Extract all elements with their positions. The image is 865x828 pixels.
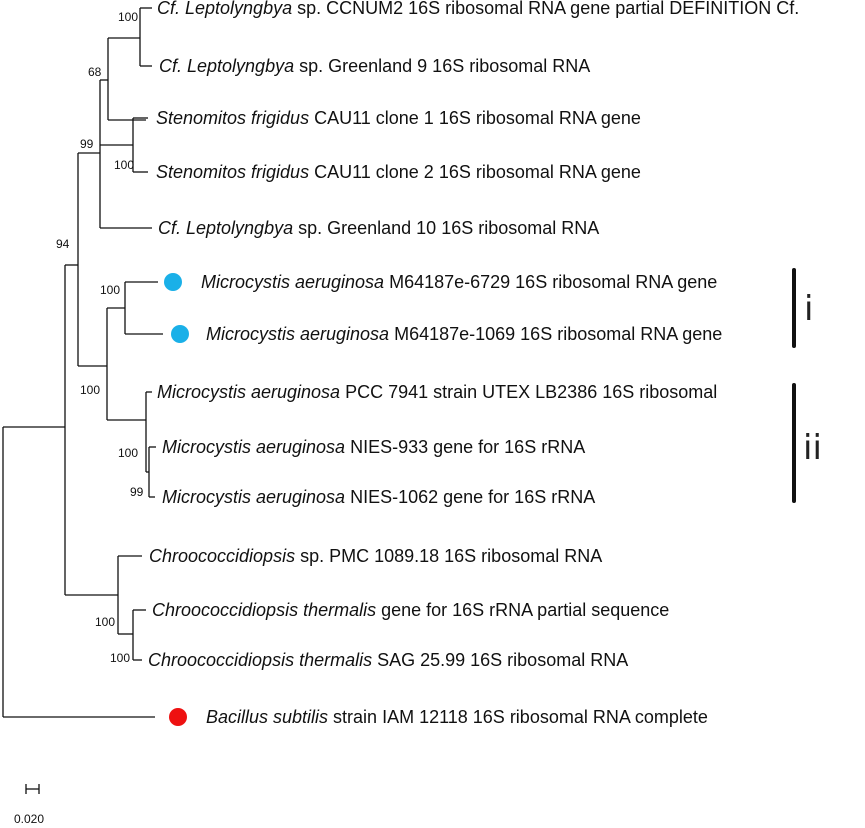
blue-circle-marker bbox=[164, 273, 182, 291]
tree-branches bbox=[2, 7, 163, 718]
bootstrap-label: 100 bbox=[80, 383, 100, 397]
bootstrap-label: 68 bbox=[88, 65, 102, 79]
bootstrap-label: 94 bbox=[56, 237, 70, 251]
taxon-label: Microcystis aeruginosa NIES-1062 gene fo… bbox=[162, 487, 595, 507]
taxon-label: Microcystis aeruginosa M64187e-6729 16S … bbox=[201, 272, 717, 292]
bootstrap-label: 100 bbox=[118, 446, 138, 460]
taxon-label: Chroococcidiopsis sp. PMC 1089.18 16S ri… bbox=[149, 546, 602, 566]
scale-bar-label: 0.020 bbox=[14, 812, 44, 826]
taxon-label: Microcystis aeruginosa NIES-933 gene for… bbox=[162, 437, 585, 457]
scale-bar: 0.020 bbox=[14, 784, 44, 826]
bootstrap-label: 100 bbox=[100, 283, 120, 297]
bootstrap-label: 99 bbox=[80, 137, 94, 151]
bootstrap-label: 100 bbox=[110, 651, 130, 665]
taxon-label: Bacillus subtilis strain IAM 12118 16S r… bbox=[206, 707, 708, 727]
taxon-labels: Cf. Leptolyngbya sp. CCNUM2 16S ribosoma… bbox=[148, 0, 799, 727]
taxon-label: Chroococcidiopsis thermalis SAG 25.99 16… bbox=[148, 650, 628, 670]
clade-i-label: i bbox=[804, 289, 813, 329]
taxon-label: Cf. Leptolyngbya sp. Greenland 9 16S rib… bbox=[159, 56, 590, 76]
bootstrap-label: 100 bbox=[95, 615, 115, 629]
taxon-label: Cf. Leptolyngbya sp. CCNUM2 16S ribosoma… bbox=[157, 0, 799, 18]
clade-brackets: i ii bbox=[792, 268, 822, 503]
bootstrap-label: 100 bbox=[114, 158, 134, 172]
taxon-markers bbox=[164, 273, 189, 726]
bootstrap-label: 99 bbox=[130, 485, 144, 499]
taxon-label: Stenomitos frigidus CAU11 clone 2 16S ri… bbox=[156, 162, 641, 182]
red-circle-marker bbox=[169, 708, 187, 726]
taxon-label: Chroococcidiopsis thermalis gene for 16S… bbox=[152, 600, 669, 620]
blue-circle-marker bbox=[171, 325, 189, 343]
bootstrap-values: 100 68 100 99 94 100 100 100 99 100 100 bbox=[56, 10, 144, 665]
bootstrap-label: 100 bbox=[118, 10, 138, 24]
taxon-label: Cf. Leptolyngbya sp. Greenland 10 16S ri… bbox=[158, 218, 599, 238]
clade-ii-label: ii bbox=[803, 428, 822, 468]
taxon-label: Microcystis aeruginosa M64187e-1069 16S … bbox=[206, 324, 722, 344]
taxon-label: Stenomitos frigidus CAU11 clone 1 16S ri… bbox=[156, 108, 641, 128]
taxon-label: Microcystis aeruginosa PCC 7941 strain U… bbox=[157, 382, 717, 402]
